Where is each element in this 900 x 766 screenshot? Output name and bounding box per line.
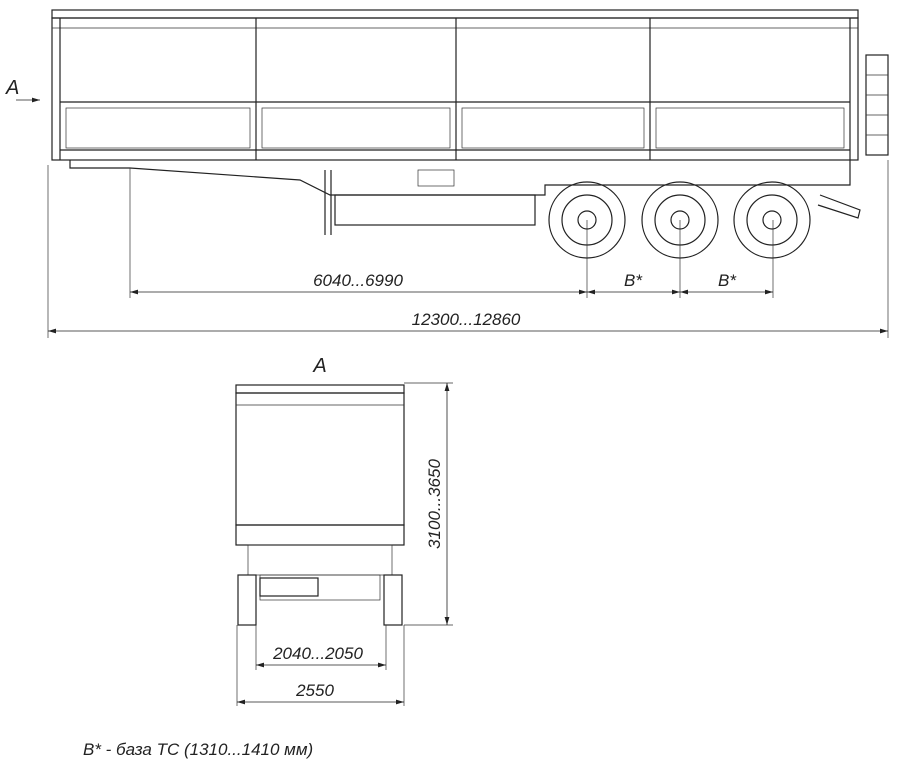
chassis: [69, 160, 861, 235]
view-marker-a: A: [5, 77, 19, 99]
dim-overall-length: 12300...12860: [412, 310, 521, 329]
rear-dimensions: 3100...3650 2040...2050 2550: [236, 382, 453, 706]
rear-view-title: A: [312, 355, 326, 377]
dim-track-width: 2040...2050: [272, 644, 363, 663]
wheel-3: [733, 181, 811, 259]
rear-view: A 3100...3650 2040...2050 2550: [235, 355, 453, 706]
wheels: [548, 181, 811, 259]
dim-kingpin-to-axle: 6040...6990: [313, 271, 403, 290]
dim-height: 3100...3650: [425, 459, 444, 549]
view-a-arrow: A: [5, 77, 40, 103]
footnote: B* - база ТС (1310...1410 мм): [83, 740, 313, 759]
body-posts: [59, 18, 851, 160]
dim-axle-base-2: B*: [718, 271, 737, 290]
ladder: [865, 54, 889, 156]
dim-axle-base-1: B*: [624, 271, 643, 290]
side-view: A 6040...6990 B* B* 12300...12860: [5, 9, 889, 338]
side-panels: [65, 107, 845, 149]
side-dimensions: 6040...6990 B* B* 12300...12860: [47, 160, 889, 338]
dim-overall-width: 2550: [295, 681, 334, 700]
